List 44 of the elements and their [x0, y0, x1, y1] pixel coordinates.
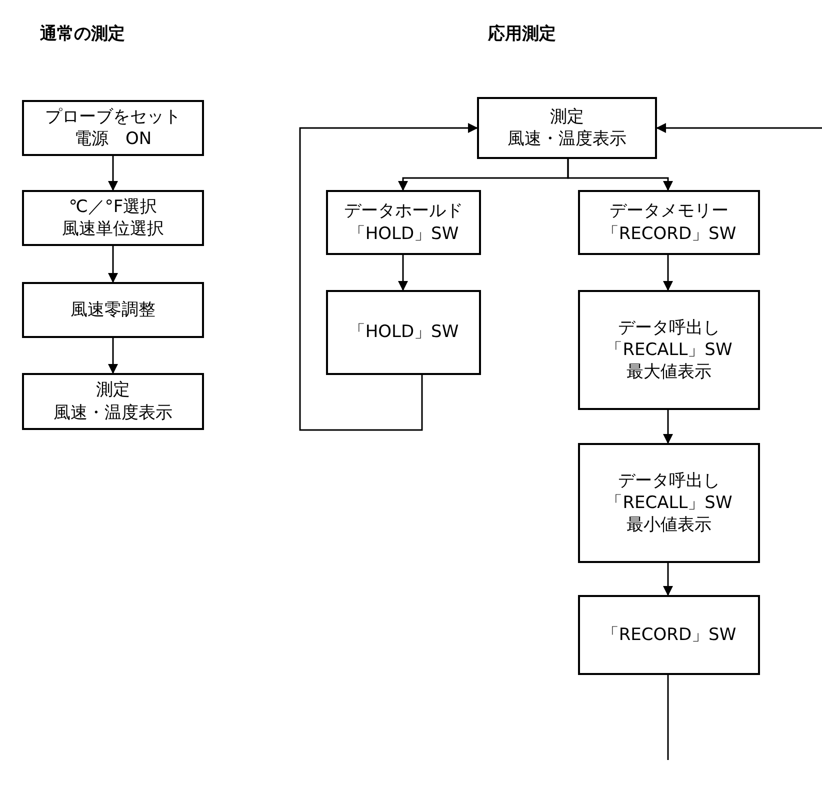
step-text: ℃／°F選択	[68, 196, 158, 218]
step-text: 電源 ON	[74, 128, 152, 150]
step-text: 風速零調整	[70, 298, 156, 322]
step-text: 「HOLD」SW	[348, 321, 459, 344]
step-text: データメモリー	[610, 200, 728, 222]
step-text: 最大値表示	[626, 361, 712, 384]
process-box	[578, 443, 760, 563]
process-box	[578, 595, 760, 675]
process-box	[578, 290, 760, 410]
arrow	[663, 255, 673, 291]
arrow	[108, 338, 118, 374]
arrow	[398, 255, 408, 291]
arrow	[108, 246, 118, 283]
process-box	[326, 190, 481, 255]
process-box	[326, 290, 481, 375]
step-text: 測定	[550, 106, 584, 128]
arrow	[656, 123, 822, 133]
step-text: 「RECORD」SW	[602, 222, 736, 245]
section-heading: 通常の測定	[40, 23, 125, 45]
step-text: データ呼出し	[618, 470, 720, 492]
arrow	[108, 156, 118, 191]
step-text: データホールド	[344, 200, 463, 222]
step-text: 最小値表示	[626, 514, 712, 536]
process-box	[22, 190, 204, 246]
process-box	[22, 373, 204, 430]
process-box	[22, 282, 204, 338]
step-text: 風速単位選択	[62, 218, 164, 240]
process-box	[22, 100, 204, 156]
step-text: データ呼出し	[618, 316, 720, 339]
step-text: 風速・温度表示	[54, 402, 172, 424]
section-heading: 応用測定	[488, 23, 556, 45]
step-text: 「HOLD」SW	[348, 222, 459, 245]
step-text: 「RECORD」SW	[602, 624, 736, 646]
arrow	[663, 563, 673, 596]
arrow	[299, 123, 478, 431]
step-text: 測定	[96, 379, 130, 402]
process-box	[578, 190, 760, 255]
step-text: プローブをセット	[45, 106, 181, 128]
step-text: 風速・温度表示	[508, 128, 626, 150]
arrow	[663, 410, 673, 444]
step-text: 「RECALL」SW	[606, 338, 732, 362]
arrow	[567, 159, 673, 191]
process-box	[477, 97, 657, 159]
step-text: 「RECALL」SW	[606, 492, 732, 514]
